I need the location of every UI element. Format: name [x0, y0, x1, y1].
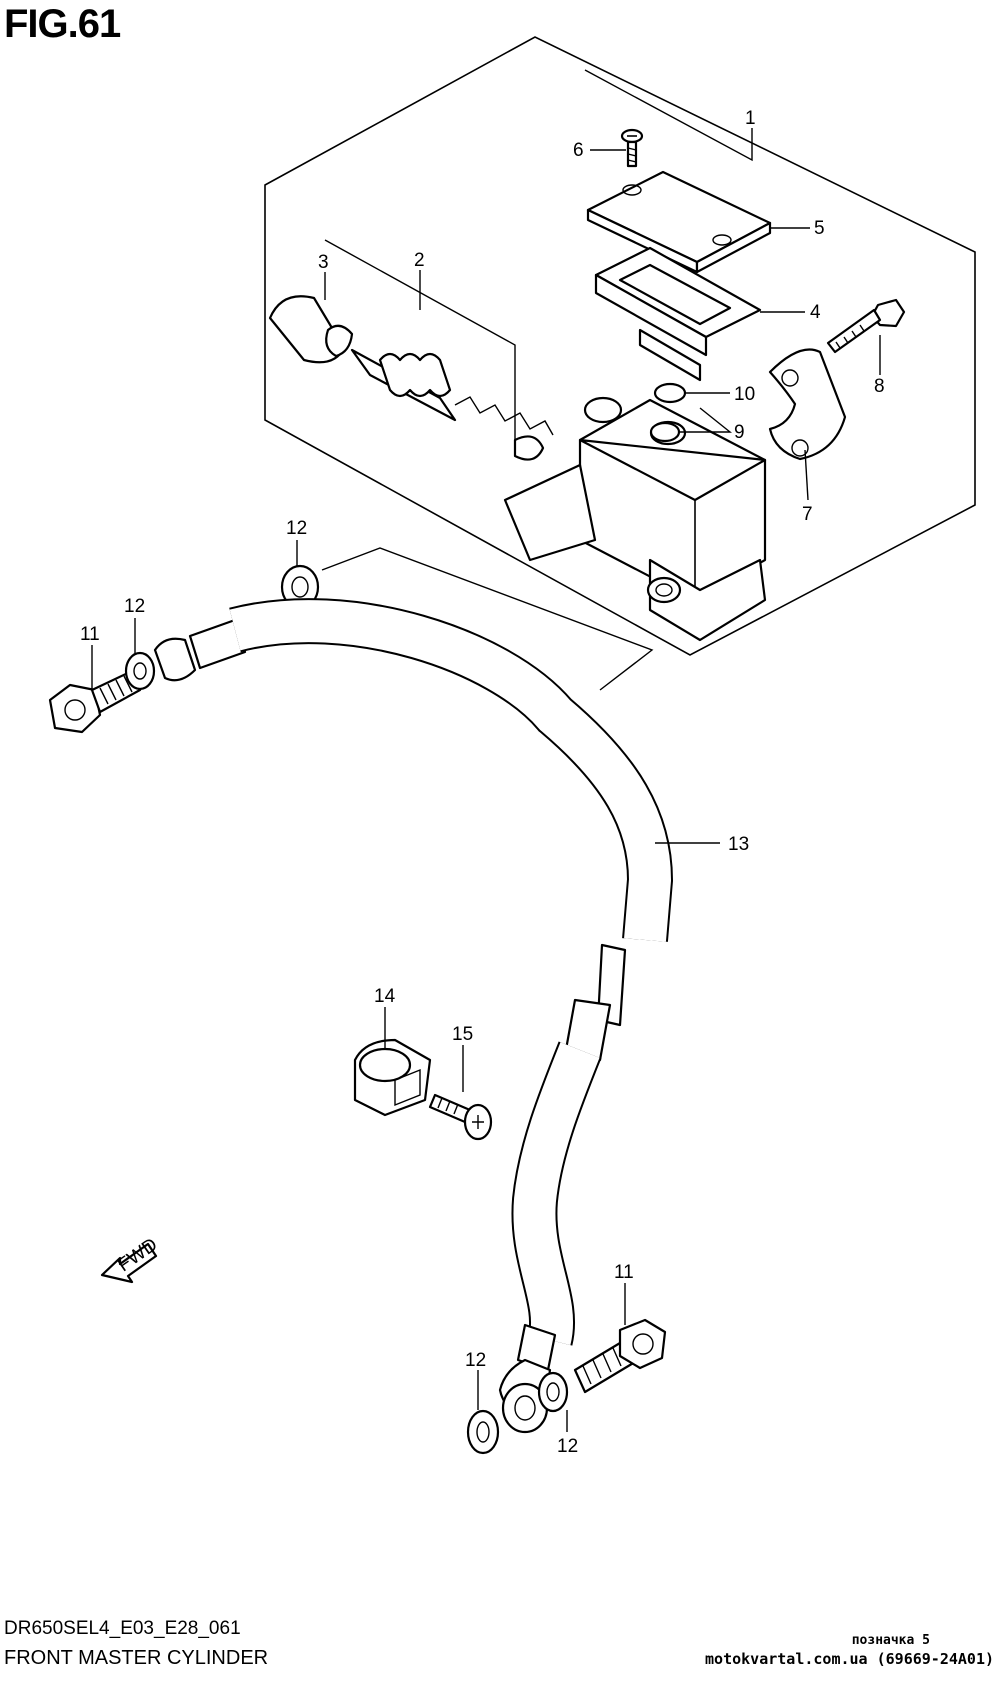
mounting-screw	[649, 421, 681, 443]
callout-4: 4	[810, 302, 821, 323]
callout-12-bottom-left: 12	[465, 1350, 486, 1371]
callout-1: 1	[745, 108, 756, 129]
fwd-arrow: FWD	[100, 1234, 162, 1284]
brake-hose	[153, 598, 674, 1434]
washer-12-bottom-right	[537, 1371, 569, 1413]
union-bolt-bottom	[573, 1318, 667, 1394]
figure-name: FRONT MASTER CYLINDER	[4, 1647, 269, 1669]
callout-13: 13	[728, 834, 749, 855]
callout-11-top: 11	[80, 624, 100, 645]
reservoir-cap	[586, 170, 772, 274]
callout-8: 8	[874, 376, 885, 397]
diaphragm	[594, 246, 762, 382]
hose-clamp	[353, 1038, 432, 1117]
washer-12-left	[124, 651, 156, 691]
callout-2: 2	[414, 250, 425, 271]
cap-screw	[620, 128, 644, 168]
master-cylinder-body	[503, 396, 767, 642]
handlebar-clamp	[768, 348, 847, 461]
figure-code: DR650SEL4_E03_E28_061	[4, 1618, 241, 1639]
piston-assembly	[350, 348, 554, 461]
callout-15: 15	[452, 1024, 473, 1045]
callout-14: 14	[374, 986, 396, 1007]
piston-cup	[268, 295, 354, 364]
callout-12-left: 12	[124, 596, 145, 617]
union-bolt-top	[48, 670, 142, 734]
leader-lines	[91, 69, 881, 1432]
watermark-site: motokvartal.com.ua (69669-24A01)	[705, 1650, 994, 1668]
figure-title: FIG.61	[4, 2, 121, 46]
washer-12-bottom-left	[466, 1409, 500, 1455]
callout-12-bottom-right: 12	[557, 1436, 578, 1457]
assembly-outline	[264, 36, 976, 656]
callout-3: 3	[318, 252, 329, 273]
washer-10	[653, 382, 687, 404]
callout-10: 10	[734, 384, 755, 405]
callout-9: 9	[734, 422, 745, 443]
clamp-bolt	[826, 298, 906, 354]
callout-12-top: 12	[286, 518, 307, 539]
hose-guide-lines	[321, 547, 654, 691]
callout-6: 6	[573, 140, 584, 161]
callout-5: 5	[814, 218, 825, 239]
clamp-screw	[428, 1093, 493, 1141]
callout-11-bottom: 11	[614, 1262, 634, 1283]
piston-kit-outline	[324, 239, 516, 440]
callout-7: 7	[802, 504, 813, 525]
watermark-mark: позначка 5	[851, 1633, 930, 1648]
